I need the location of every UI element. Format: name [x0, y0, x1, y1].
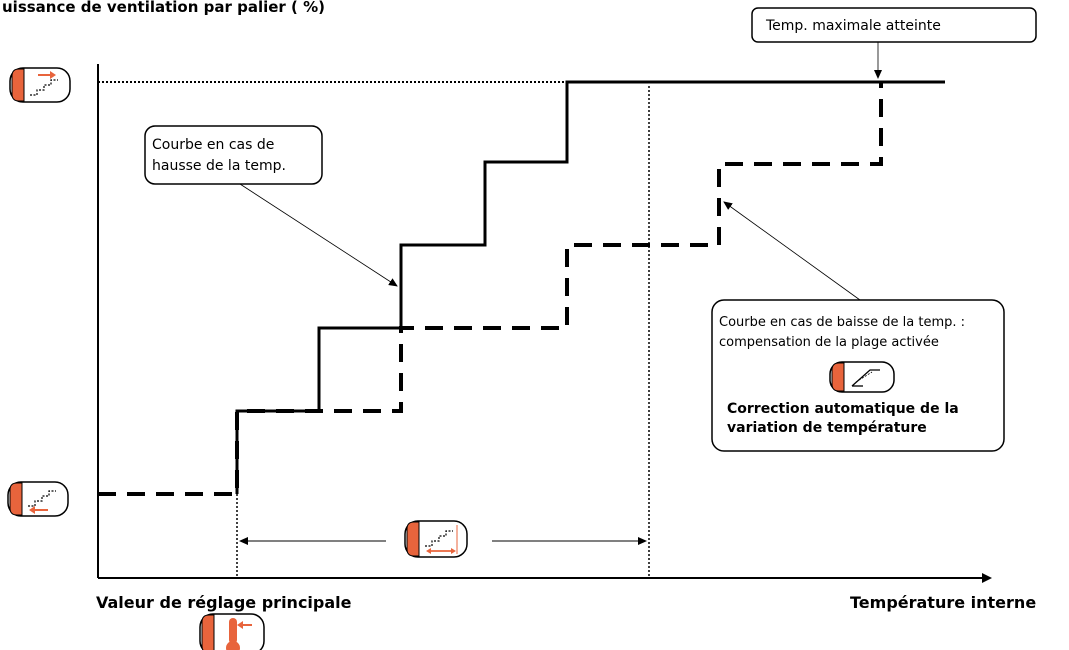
- callout-fall-bold2: variation de température: [727, 420, 927, 436]
- x-axis-label-setpoint: Valeur de réglage principale: [96, 593, 352, 612]
- callout-fall-pointer: [723, 201, 861, 301]
- ramp-compensation-icon: [829, 361, 895, 393]
- callout-rise-line2: hausse de la temp.: [152, 158, 286, 174]
- x-axis-arrowhead: [982, 573, 992, 583]
- y-axis-title: uissance de ventilation par palier ( %): [2, 0, 325, 16]
- stairs-range-icon: [404, 520, 468, 558]
- x-axis-label-internal-temp: Température interne: [850, 593, 1036, 612]
- callout-fall-line1: Courbe en cas de baisse de la temp. :: [719, 315, 965, 330]
- stairs-up-arrow-icon: [9, 67, 71, 103]
- callout-fall-line2: compensation de la plage activée: [719, 335, 939, 350]
- callout-max-temp: Temp. maximale atteinte: [751, 7, 1037, 43]
- callout-max-text: Temp. maximale atteinte: [765, 18, 941, 34]
- callout-fall-bold1: Correction automatique de la: [727, 401, 959, 417]
- callout-rise-line1: Courbe en cas de: [152, 137, 274, 153]
- stairs-down-arrow-icon: [7, 481, 69, 517]
- callout-rise-pointer: [239, 183, 398, 287]
- thermometer-icon: [199, 613, 265, 650]
- callout-rise: Courbe en cas de hausse de la temp.: [144, 125, 323, 185]
